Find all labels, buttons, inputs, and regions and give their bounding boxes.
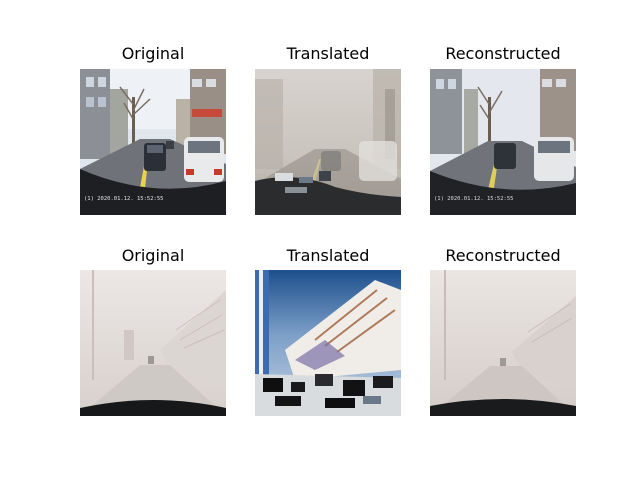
panel-title-row2-original: Original — [121, 246, 185, 265]
timestamp-row1-original: (1) 2020.01.12. 15:52:55 — [84, 196, 163, 202]
timestamp-row1-reconstructed: (1) 2020.01.12. 15:52:55 — [434, 196, 513, 202]
image-row1-original-street: (1) 2020.01.12. 15:52:55 — [80, 69, 226, 215]
image-row2-original-snowy-road — [80, 270, 226, 416]
image-row1-reconstructed-street: (1) 2020.01.12. 15:52:55 — [430, 69, 576, 215]
image-row2-translated-artifacts — [255, 270, 401, 416]
panel-title-row2-reconstructed: Reconstructed — [445, 246, 561, 265]
image-row2-reconstructed-snowy-road — [430, 270, 576, 416]
image-row1-translated-foggy-street — [255, 69, 401, 215]
panel-title-row1-translated: Translated — [286, 44, 370, 63]
panel-title-row1-original: Original — [121, 44, 185, 63]
panel-title-row2-translated: Translated — [286, 246, 370, 265]
panel-title-row1-reconstructed: Reconstructed — [445, 44, 561, 63]
